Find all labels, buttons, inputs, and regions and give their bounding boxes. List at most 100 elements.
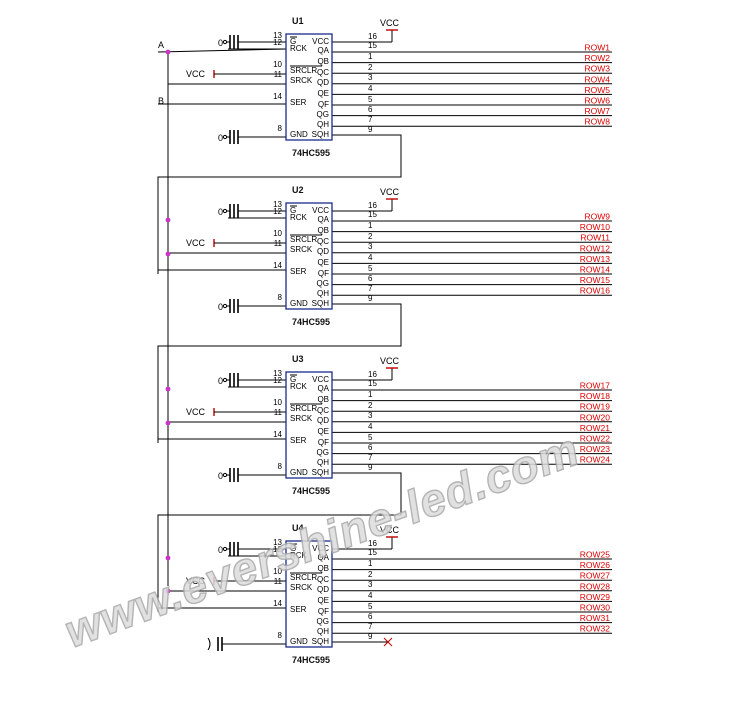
- vcc-label: VCC: [380, 187, 400, 197]
- pin-srck-name: SRCK: [290, 245, 313, 254]
- chip-ref: U4: [292, 523, 304, 533]
- pin-sqh-number: 9: [368, 125, 373, 134]
- pin-qc-number: 2: [368, 232, 373, 241]
- pin-ser-name: SER: [290, 267, 307, 276]
- pin-qh-number: 7: [368, 453, 373, 462]
- pin-qe-name: QE: [317, 427, 329, 436]
- chip-body-u3: [285, 371, 333, 479]
- pin-qh-name: QH: [317, 289, 329, 298]
- pin-qb-name: QB: [317, 57, 329, 66]
- pin-qf-name: QF: [318, 100, 329, 109]
- srclr-vcc-label: VCC: [186, 69, 206, 79]
- g-capacitor-node: [222, 39, 228, 45]
- pin-qc-number: 2: [368, 63, 373, 72]
- row-label: ROW8: [585, 117, 611, 127]
- gnd-capacitor-node: [222, 303, 228, 309]
- pin-srck-name: SRCK: [290, 583, 313, 592]
- pin-qh-name: QH: [317, 120, 329, 129]
- pin-g-name: G: [290, 375, 296, 384]
- gnd-capacitor-label: 0: [218, 471, 223, 481]
- gnd-capacitor-label: 0: [218, 133, 223, 143]
- pin-qb-number: 1: [368, 221, 373, 230]
- g-capacitor-label: 0: [218, 207, 223, 217]
- pin-vcc-number: 16: [368, 539, 377, 548]
- row-label: ROW27: [580, 571, 611, 581]
- pin-rck-name: RCK: [290, 213, 308, 222]
- row-label: ROW28: [580, 581, 611, 591]
- pin-qe-name: QE: [317, 89, 329, 98]
- row-label: ROW18: [580, 391, 611, 401]
- pin-qa-name: QA: [317, 46, 329, 55]
- pin-srclr-number: 10: [273, 398, 282, 407]
- pin-ser-number: 14: [273, 92, 282, 101]
- pin-ser-name: SER: [290, 98, 307, 107]
- no-connect-x-b: [383, 637, 393, 647]
- pin-qc-name: QC: [317, 406, 329, 415]
- pin-gnd-name: GND: [290, 468, 308, 477]
- pin-g-number: 13: [273, 369, 282, 378]
- row-label: ROW7: [585, 106, 611, 116]
- pin-qc-name: QC: [317, 575, 329, 584]
- pin-gnd-number: 8: [278, 462, 283, 471]
- pin-qa-number: 15: [368, 210, 377, 219]
- chip-layer: [285, 33, 333, 648]
- pin-g-number: 13: [273, 200, 282, 209]
- pin-qg-name: QG: [317, 448, 329, 457]
- pin-gnd-number: 8: [278, 631, 283, 640]
- pin-qg-number: 6: [368, 443, 373, 452]
- junction-dot: [165, 386, 171, 392]
- pin-qg-name: QG: [317, 617, 329, 626]
- pin-srclr-number: 10: [273, 567, 282, 576]
- pin-qg-number: 6: [368, 105, 373, 114]
- pin-qc-name: QC: [317, 237, 329, 246]
- row-label: ROW26: [580, 560, 611, 570]
- pin-qh-number: 7: [368, 622, 373, 631]
- cascade-wire-2: [157, 303, 402, 440]
- pin-g-name: G: [290, 206, 296, 215]
- pin-qd-name: QD: [317, 585, 329, 594]
- pin-qe-number: 4: [368, 253, 373, 262]
- pin-srck-name: SRCK: [290, 414, 313, 423]
- junction-dot: [165, 588, 171, 594]
- gnd-capacitor-node: [222, 472, 228, 478]
- pin-qa-name: QA: [317, 553, 329, 562]
- pin-qa-name: QA: [317, 384, 329, 393]
- pin-qe-name: QE: [317, 596, 329, 605]
- row-label: ROW22: [580, 434, 611, 444]
- rck-bus-top: [157, 48, 287, 53]
- pin-qd-number: 3: [368, 73, 373, 82]
- g-capacitor-node: [222, 208, 228, 214]
- pin-gnd-name: GND: [290, 130, 308, 139]
- pin-qf-number: 5: [368, 602, 373, 611]
- pin-qf-number: 5: [368, 95, 373, 104]
- cascade-wire-1: [157, 134, 402, 271]
- junction-dot: [165, 555, 171, 561]
- pin-rck-number: 12: [273, 207, 282, 216]
- row-label: ROW10: [580, 222, 611, 232]
- srclr-vcc-label: VCC: [186, 407, 206, 417]
- pin-qa-number: 15: [368, 41, 377, 50]
- pin-sqh-number: 9: [368, 632, 373, 641]
- pin-qf-name: QF: [318, 438, 329, 447]
- pin-gnd-number: 8: [278, 293, 283, 302]
- pin-qb-name: QB: [317, 564, 329, 573]
- chip-body-u4: [285, 540, 333, 648]
- pin-qb-number: 1: [368, 52, 373, 61]
- pin-ser-number: 14: [273, 261, 282, 270]
- junction-dot: [165, 251, 171, 257]
- pin-srck-number: 11: [274, 577, 283, 586]
- pin-qg-number: 6: [368, 612, 373, 621]
- pin-qc-name: QC: [317, 68, 329, 77]
- row-label: ROW24: [580, 455, 611, 465]
- row-label: ROW2: [585, 53, 611, 63]
- pin-qf-name: QF: [318, 269, 329, 278]
- pin-vcc-number: 16: [368, 370, 377, 379]
- pin-qc-number: 2: [368, 401, 373, 410]
- row-label: ROW31: [580, 613, 611, 623]
- label-layer: U174HC59513G12RCK10SRCLR11SRCK14SER8GNDV…: [158, 16, 610, 665]
- pin-qd-name: QD: [317, 78, 329, 87]
- pin-qe-number: 4: [368, 422, 373, 431]
- junction-dot: [165, 217, 171, 223]
- row-label: ROW21: [580, 423, 611, 433]
- row-label: ROW11: [580, 233, 610, 243]
